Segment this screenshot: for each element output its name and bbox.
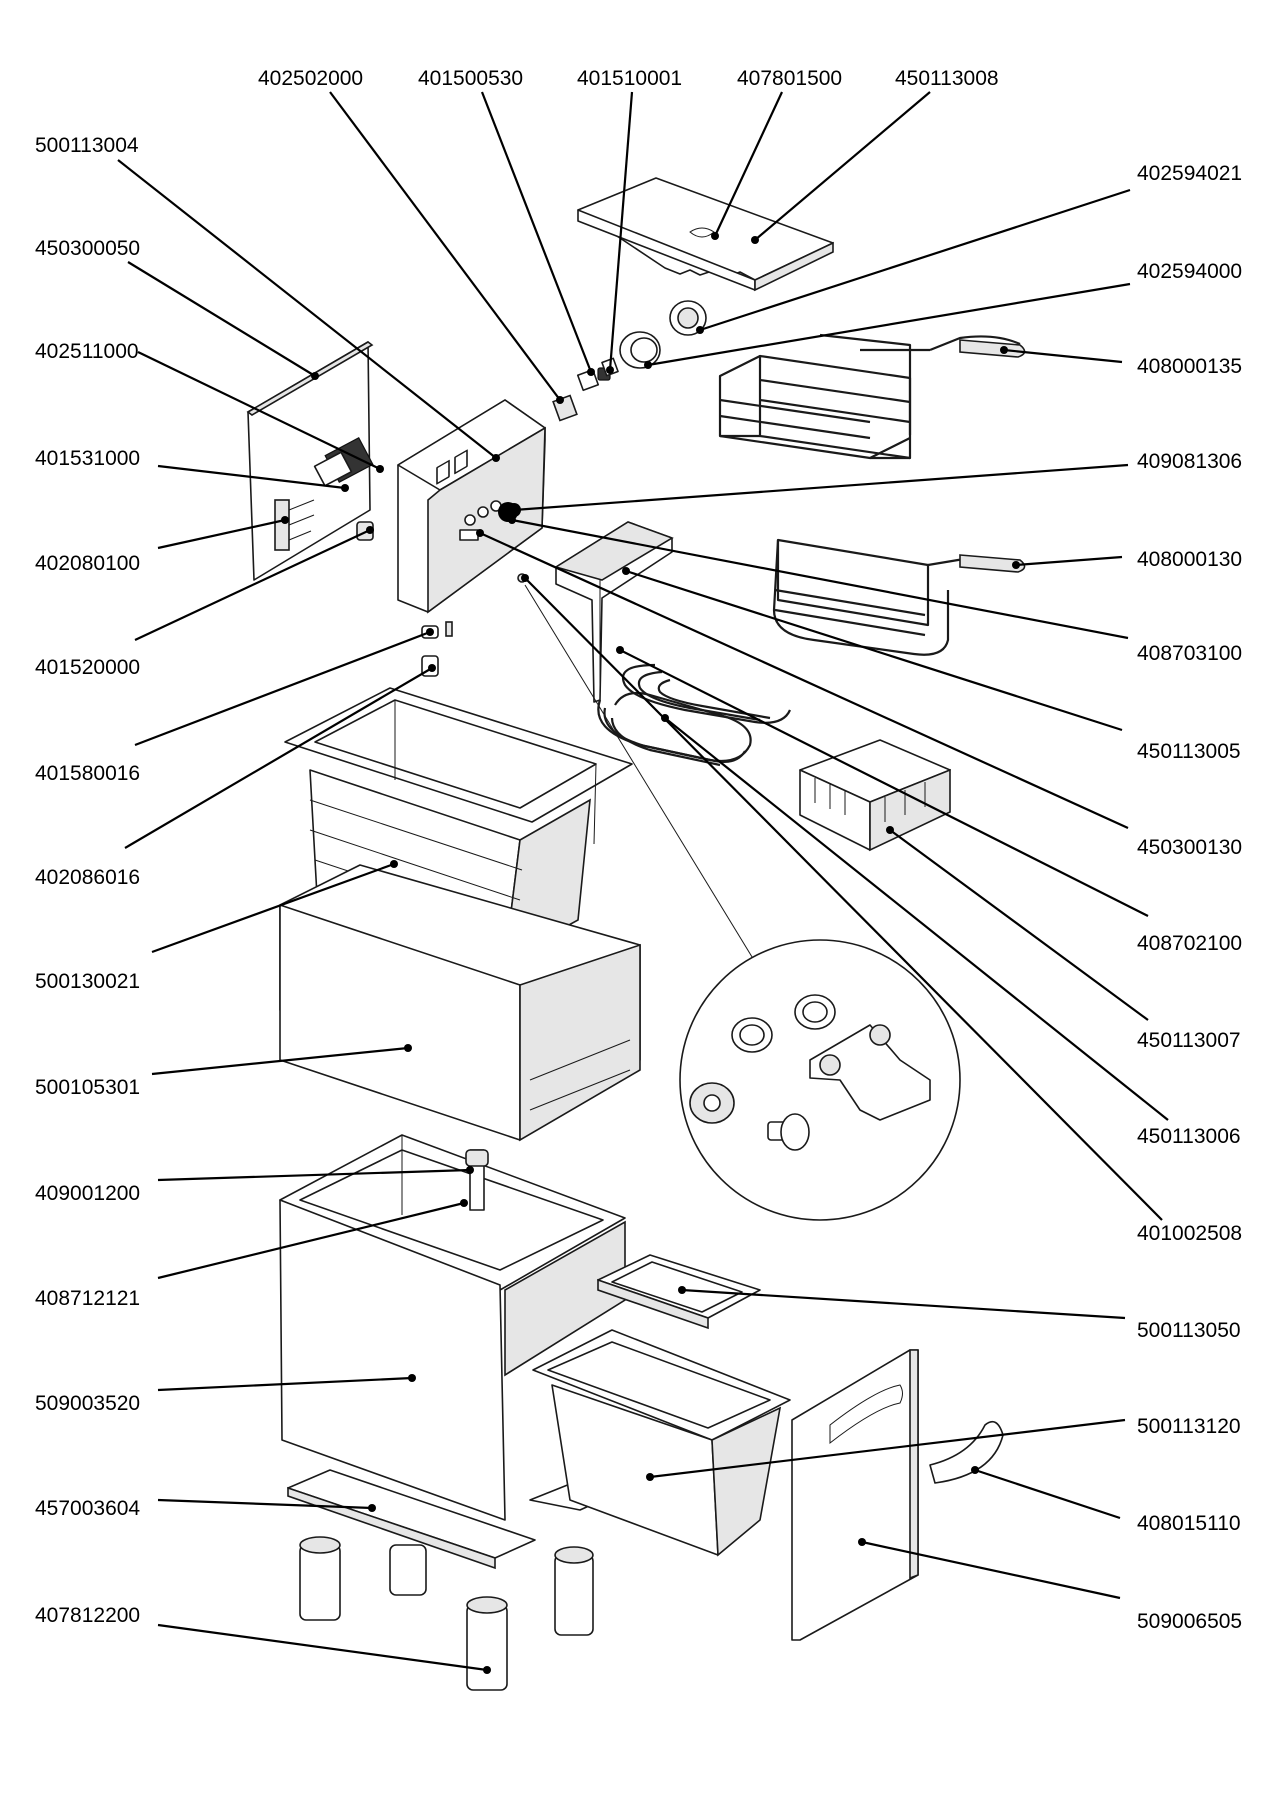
part-number-500105301: 500105301 — [35, 1076, 140, 1099]
leader-lines — [117, 91, 1169, 1674]
part-number-450113006: 450113006 — [1137, 1125, 1241, 1148]
part-number-450113005: 450113005 — [1137, 740, 1241, 763]
part-number-450300050: 450300050 — [35, 237, 140, 260]
part-number-408015110: 408015110 — [1137, 1512, 1241, 1535]
part-number-509003520: 509003520 — [35, 1392, 140, 1415]
part-number-407801500: 407801500 — [737, 67, 842, 90]
part-number-509006505: 509006505 — [1137, 1610, 1242, 1633]
fry-basket-lower — [772, 538, 1026, 656]
electrical-mounting-plate — [246, 341, 374, 581]
base-plate — [287, 1469, 621, 1570]
cabinet-outer-shell — [279, 864, 641, 1142]
part-number-401500530: 401500530 — [418, 67, 523, 90]
part-number-408000130: 408000130 — [1137, 548, 1242, 571]
part-number-408712121: 408712121 — [35, 1287, 140, 1310]
part-number-409001200: 409001200 — [35, 1182, 140, 1205]
part-number-402511000: 402511000 — [35, 340, 139, 363]
detail-zoom-circle — [524, 584, 961, 1221]
part-number-401531000: 401531000 — [35, 447, 140, 470]
part-number-402086016: 402086016 — [35, 866, 140, 889]
adjustable-feet — [299, 1536, 594, 1691]
part-number-402594000: 402594000 — [1137, 260, 1242, 283]
part-number-407812200: 407812200 — [35, 1604, 140, 1627]
heating-element-bracket — [554, 521, 674, 703]
part-number-500113004: 500113004 — [35, 134, 139, 157]
part-number-500130021: 500130021 — [35, 970, 140, 993]
fryer-lid — [577, 177, 834, 292]
part-number-409081306: 409081306 — [1137, 450, 1242, 473]
cabinet-door — [791, 1349, 919, 1641]
part-number-401520000: 401520000 — [35, 656, 140, 679]
gasket-rings — [619, 300, 707, 369]
control-panel-housing — [397, 399, 546, 614]
part-number-402594021: 402594021 — [1137, 162, 1242, 185]
part-number-401510001: 401510001 — [577, 67, 682, 90]
parts-illustration — [246, 177, 1026, 1691]
part-number-408703100: 408703100 — [1137, 642, 1242, 665]
part-number-500113120: 500113120 — [1137, 1415, 1241, 1438]
part-number-401580016: 401580016 — [35, 762, 140, 785]
part-number-labels: 402502000 401500530 401510001 407801500 … — [35, 67, 1242, 1633]
part-number-500113050: 500113050 — [1137, 1319, 1241, 1342]
part-number-450113007: 450113007 — [1137, 1029, 1241, 1052]
filter-tray — [597, 1254, 761, 1330]
element-support-rack — [799, 739, 951, 852]
door-handle — [929, 1420, 1004, 1484]
part-number-457003604: 457003604 — [35, 1497, 140, 1520]
part-number-408702100: 408702100 — [1137, 932, 1242, 955]
part-number-450300130: 450300130 — [1137, 836, 1242, 859]
part-number-408000135: 408000135 — [1137, 355, 1242, 378]
part-number-402502000: 402502000 — [258, 67, 363, 90]
part-number-450113008: 450113008 — [895, 67, 999, 90]
fry-basket-upper — [718, 333, 1026, 460]
part-number-401002508: 401002508 — [1137, 1222, 1242, 1245]
part-number-402080100: 402080100 — [35, 552, 140, 575]
oil-collection-pan — [532, 1329, 791, 1557]
lower-cabinet-frame — [279, 1134, 626, 1521]
